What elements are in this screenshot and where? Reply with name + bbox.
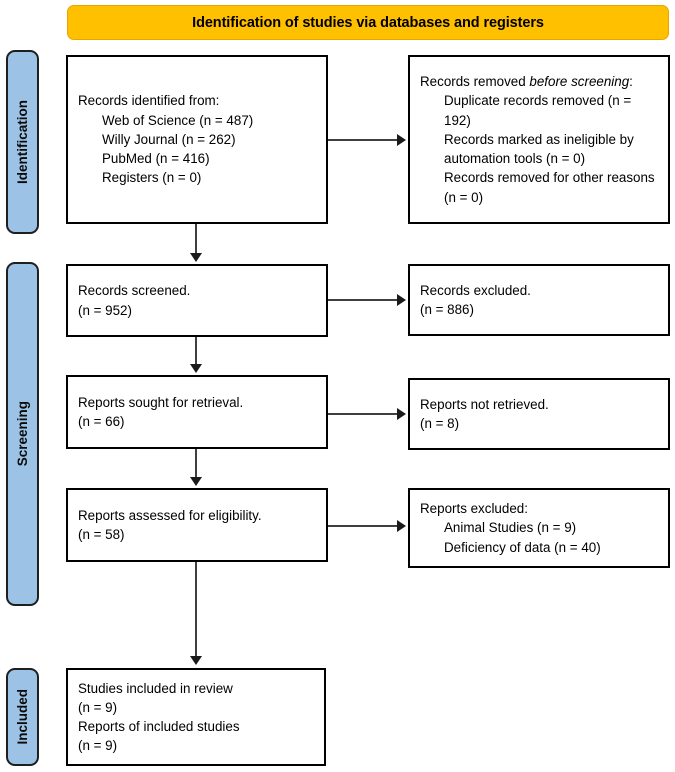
diagram-title: Identification of studies via databases … <box>192 14 544 31</box>
box-studies-included: Studies included in review (n = 9) Repor… <box>66 668 326 766</box>
connector-identified-to-screened <box>195 224 197 255</box>
connector-assessed-to-reports-excluded <box>328 525 398 527</box>
reason-ineligible-automation: Records marked as ineligible by automati… <box>444 131 634 167</box>
reports-not-retrieved-count: (n = 8) <box>420 416 460 431</box>
arrowhead-sought-to-assessed <box>190 477 202 486</box>
connector-assessed-to-included <box>195 562 197 658</box>
source-web-of-science: Web of Science (n = 487) <box>102 112 254 128</box>
reports-sought-count: (n = 66) <box>78 414 125 429</box>
source-registers: Registers (n = 0) <box>102 170 202 186</box>
box-records-excluded: Records excluded. (n = 886) <box>408 264 670 336</box>
records-removed-heading-italic: before screening <box>529 74 630 90</box>
exclusion-deficiency-of-data: Deficiency of data (n = 40) <box>444 539 601 555</box>
exclusion-animal-studies: Animal Studies (n = 9) <box>444 520 577 536</box>
box-reports-excluded: Reports excluded: Animal Studies (n = 9)… <box>408 488 670 568</box>
records-identified-heading: Records identified from: <box>78 93 220 109</box>
connector-sought-to-not-retrieved <box>328 413 398 415</box>
source-pubmed: PubMed (n = 416) <box>102 151 210 167</box>
stage-label-included-text: Included <box>15 689 30 745</box>
diagram-title-banner: Identification of studies via databases … <box>67 5 669 40</box>
reason-duplicate-records: Duplicate records removed (n = 192) <box>444 93 632 128</box>
connector-sought-to-assessed <box>195 449 197 479</box>
box-reports-sought-for-retrieval: Reports sought for retrieval. (n = 66) <box>66 375 328 449</box>
reports-assessed-count: (n = 58) <box>78 527 125 542</box>
stage-label-identification: Identification <box>6 50 39 234</box>
studies-included-label: Studies included in review <box>78 680 233 696</box>
arrowhead-assessed-to-included <box>190 656 202 665</box>
records-excluded-label: Records excluded. <box>420 282 531 298</box>
records-screened-count: (n = 952) <box>78 302 132 318</box>
studies-included-count: (n = 9) <box>78 699 118 715</box>
reason-other: Records removed for other reasons (n = 0… <box>444 170 655 205</box>
arrowhead-identified-to-screened <box>190 253 202 262</box>
box-records-screened: Records screened. (n = 952) <box>66 264 328 337</box>
arrowhead-assessed-to-reports-excluded <box>397 520 406 532</box>
arrowhead-screened-to-excluded <box>397 294 406 306</box>
connector-identified-to-removed <box>328 139 398 141</box>
stage-label-included: Included <box>6 668 39 766</box>
reports-not-retrieved-label: Reports not retrieved. <box>420 396 549 412</box>
records-removed-heading-a: Records removed <box>420 74 530 90</box>
stage-label-identification-text: Identification <box>15 100 30 184</box>
records-excluded-count: (n = 886) <box>420 302 474 317</box>
stage-label-screening-text: Screening <box>15 401 30 467</box>
reports-sought-label: Reports sought for retrieval. <box>78 394 244 410</box>
reports-included-label: Reports of included studies <box>78 719 240 734</box>
reports-excluded-heading: Reports excluded: <box>420 501 528 517</box>
arrowhead-screened-to-sought <box>190 364 202 373</box>
reports-included-count: (n = 9) <box>78 738 118 754</box>
arrowhead-sought-to-not-retrieved <box>397 408 406 420</box>
box-records-identified: Records identified from: Web of Science … <box>66 55 328 224</box>
box-reports-not-retrieved: Reports not retrieved. (n = 8) <box>408 378 670 450</box>
reports-assessed-label: Reports assessed for eligibility. <box>78 507 262 523</box>
connector-screened-to-excluded <box>328 299 398 301</box>
box-records-removed-before-screening: Records removed before screening: Duplic… <box>408 55 670 224</box>
source-willy-journal: Willy Journal (n = 262) <box>102 131 236 147</box>
arrowhead-identified-to-removed <box>397 134 406 146</box>
stage-label-screening: Screening <box>6 262 39 606</box>
box-reports-assessed-for-eligibility: Reports assessed for eligibility. (n = 5… <box>66 488 328 562</box>
records-removed-heading: Records removed before screening: <box>420 72 658 91</box>
records-removed-heading-colon: : <box>629 74 633 90</box>
connector-screened-to-sought <box>195 337 197 366</box>
records-screened-label: Records screened. <box>78 283 191 299</box>
